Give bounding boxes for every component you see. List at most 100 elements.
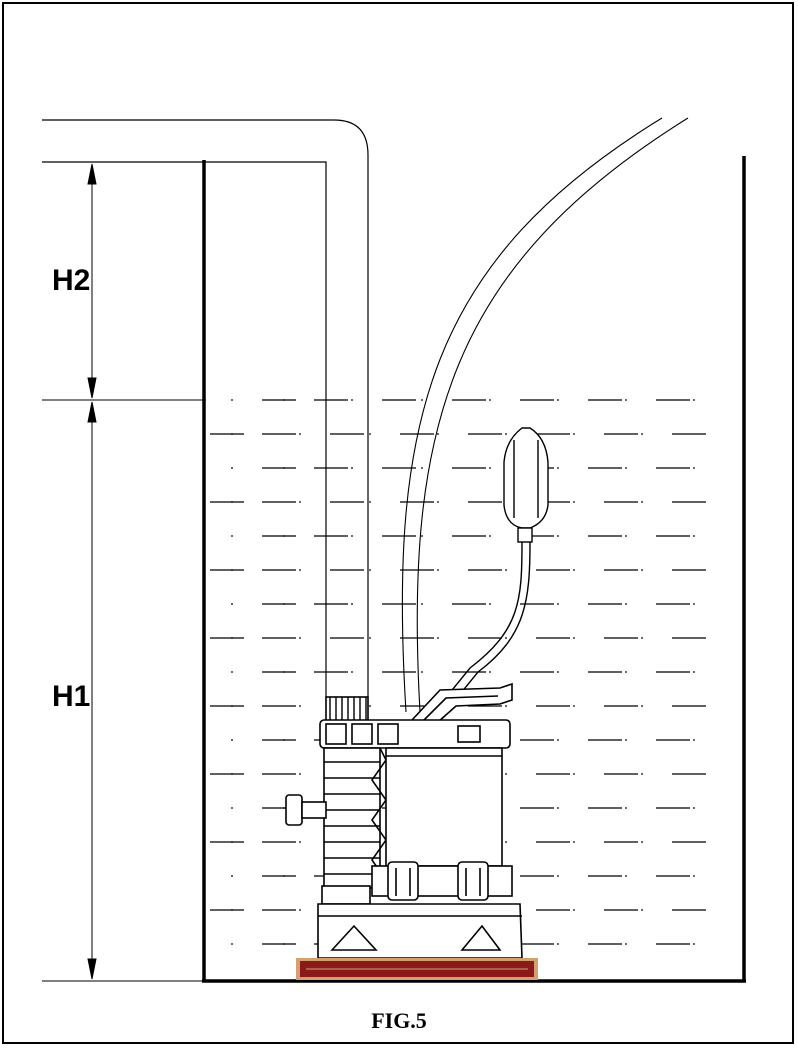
water-dot — [231, 535, 233, 537]
water-dot — [557, 807, 559, 809]
water-dot — [299, 433, 301, 435]
water-dot — [641, 909, 643, 911]
water-dot — [231, 603, 233, 605]
dimension-h2 — [87, 163, 97, 399]
water-dot — [573, 501, 575, 503]
water-dot — [573, 569, 575, 571]
water-dot — [421, 399, 423, 401]
water-dot — [573, 637, 575, 639]
water-dot — [573, 705, 575, 707]
water-dot — [351, 671, 353, 673]
water-dot — [625, 603, 627, 605]
water-dot — [369, 705, 371, 707]
water-dot — [283, 807, 285, 809]
water-dot — [693, 943, 695, 945]
water-dot — [505, 569, 507, 571]
water-dot — [505, 637, 507, 639]
water-dot — [625, 943, 627, 945]
water-dot — [641, 705, 643, 707]
water-dot — [693, 671, 695, 673]
water-dot — [489, 671, 491, 673]
water-dot — [231, 501, 233, 503]
tank — [202, 156, 746, 983]
water-dot — [625, 807, 627, 809]
water-dot — [641, 773, 643, 775]
water-dot — [299, 569, 301, 571]
water-dot — [421, 603, 423, 605]
water-dot — [231, 467, 233, 469]
water-dot — [231, 671, 233, 673]
water-dot — [557, 739, 559, 741]
water-dot — [299, 501, 301, 503]
figure-caption: FIG.5 — [371, 1008, 427, 1033]
water-dot — [351, 467, 353, 469]
water-dot — [283, 875, 285, 877]
dimension-h1 — [87, 401, 97, 980]
water-dot — [693, 467, 695, 469]
water-dot — [369, 569, 371, 571]
water-dot — [557, 943, 559, 945]
water-dot — [505, 841, 507, 843]
water-dot — [283, 671, 285, 673]
water-dot — [557, 467, 559, 469]
water-dot — [437, 501, 439, 503]
submersible-pump-icon — [285, 682, 523, 959]
water-dot — [505, 705, 507, 707]
power-cable — [401, 117, 689, 713]
water-dot — [573, 909, 575, 911]
water-dot — [299, 841, 301, 843]
water-dot — [489, 603, 491, 605]
water-dot — [299, 705, 301, 707]
float-switch-icon — [443, 427, 549, 705]
water-dot — [351, 399, 353, 401]
water-dot — [625, 535, 627, 537]
water-dot — [557, 399, 559, 401]
water-dot — [231, 637, 233, 639]
water-dot — [625, 467, 627, 469]
water-dot — [641, 433, 643, 435]
water-dot — [693, 739, 695, 741]
water-dot — [231, 433, 233, 435]
water-dot — [641, 569, 643, 571]
water-dot — [693, 535, 695, 537]
water-dot — [693, 603, 695, 605]
water-dot — [351, 535, 353, 537]
water-dot — [231, 705, 233, 707]
water-dot — [437, 433, 439, 435]
water-dot — [421, 467, 423, 469]
water-dot — [369, 501, 371, 503]
water-dot — [489, 399, 491, 401]
water-dot — [437, 569, 439, 571]
discharge-pipe — [42, 119, 369, 697]
water-dot — [231, 739, 233, 741]
water-dot — [283, 603, 285, 605]
water-dot — [693, 875, 695, 877]
water-dot — [641, 501, 643, 503]
water-dot — [421, 671, 423, 673]
water-dot — [421, 535, 423, 537]
water-dot — [299, 773, 301, 775]
water-dot — [283, 467, 285, 469]
water-dot — [299, 637, 301, 639]
water-dot — [641, 841, 643, 843]
label-h2: H2 — [52, 264, 91, 297]
water-dot — [231, 909, 233, 911]
water-dot — [283, 535, 285, 537]
water-dot — [231, 569, 233, 571]
water-dot — [299, 909, 301, 911]
water-dot — [557, 875, 559, 877]
water-dot — [489, 535, 491, 537]
water-dot — [557, 535, 559, 537]
base-plate-icon — [296, 958, 538, 980]
water-dot — [505, 773, 507, 775]
water-dot — [625, 739, 627, 741]
water-dot — [557, 603, 559, 605]
water-dot — [369, 433, 371, 435]
water-dot — [573, 773, 575, 775]
water-dot — [283, 399, 285, 401]
water-dot — [231, 807, 233, 809]
water-dot — [231, 875, 233, 877]
water-dot — [505, 433, 507, 435]
water-dot — [693, 807, 695, 809]
